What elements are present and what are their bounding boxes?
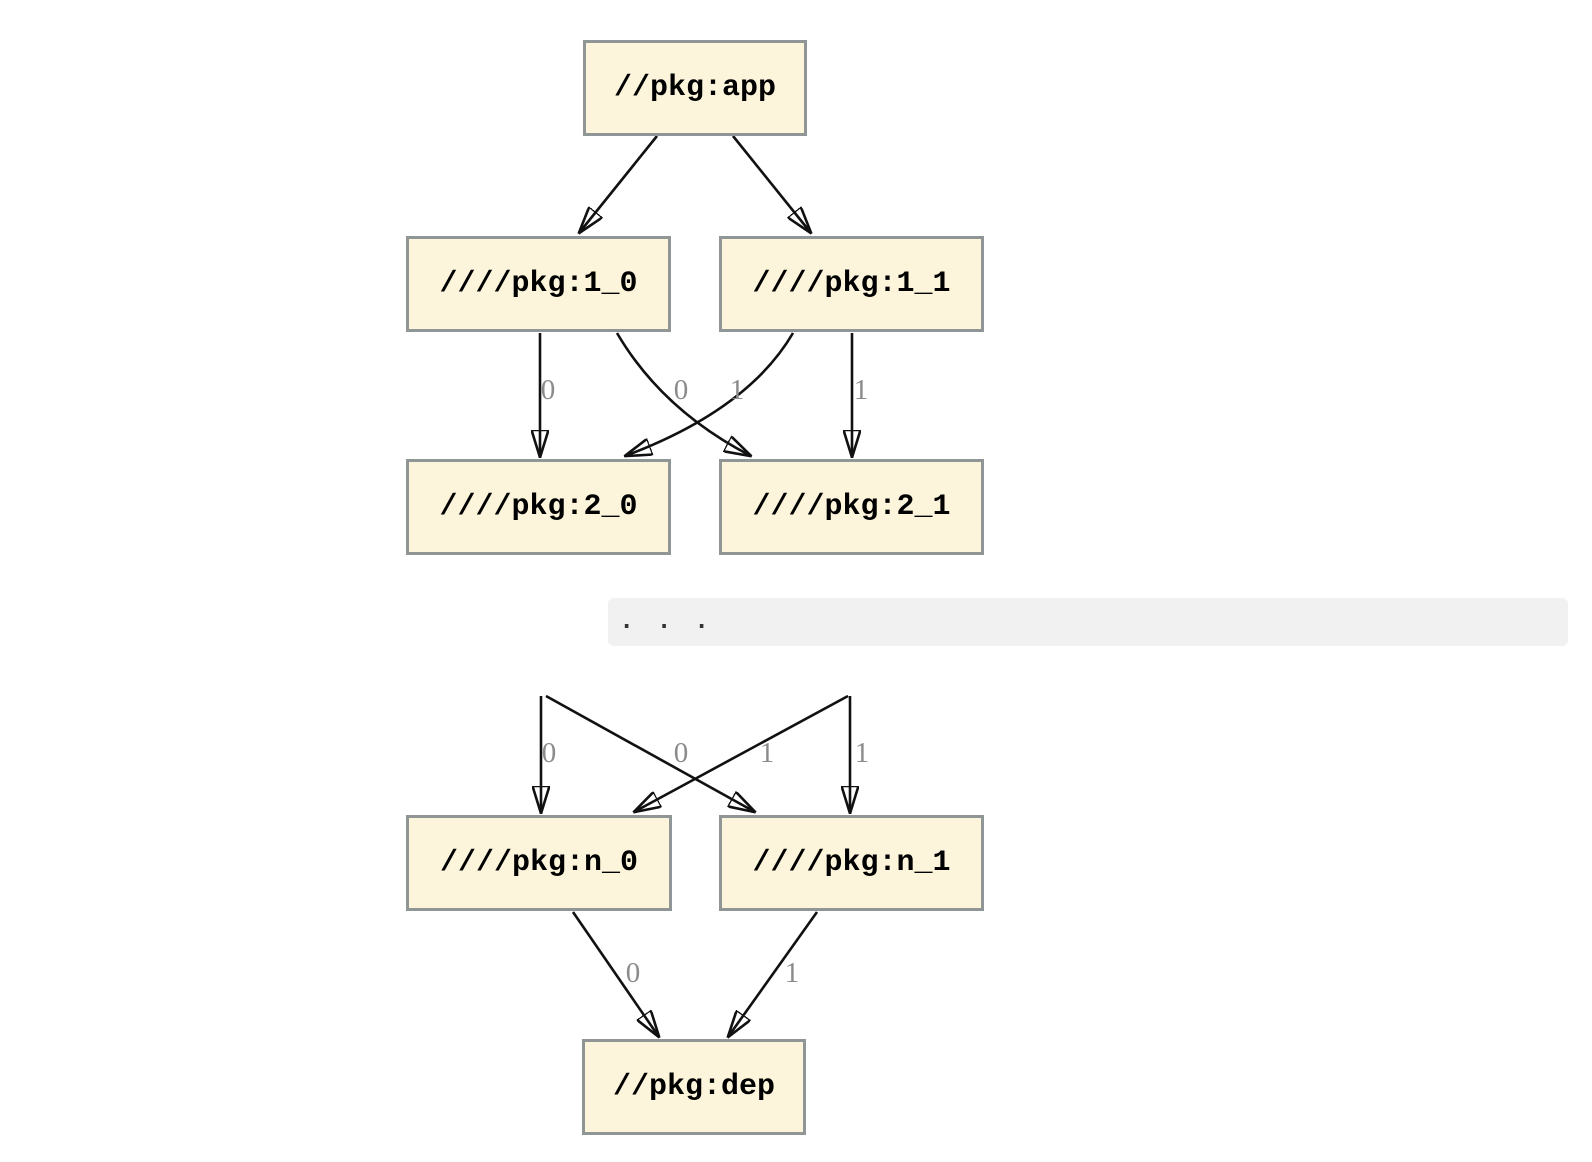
edge-label-1_0-to-2_1: 1 <box>729 373 745 406</box>
ellipsis-band: . . . <box>608 598 1568 646</box>
node-1_0: ////pkg:1_0 <box>406 236 671 332</box>
edge-label-elided-to-n_0-straight: 0 <box>541 736 557 769</box>
node-n_0: ////pkg:n_0 <box>406 815 672 911</box>
node-app: //pkg:app <box>583 40 807 136</box>
node-dep: //pkg:dep <box>582 1039 806 1135</box>
edge-label-elided-to-n_0-cross: 0 <box>673 736 689 769</box>
edge-arrow-n_1-to-dep <box>728 911 819 1037</box>
edge-label-n_0-to-dep: 0 <box>625 956 641 989</box>
edge-label-elided-to-n_1-straight: 1 <box>854 736 870 769</box>
node-2_1: ////pkg:2_1 <box>719 459 984 555</box>
edge-arrow-app-to-1_1 <box>731 135 811 233</box>
edge-label-n_1-to-dep: 1 <box>784 956 800 989</box>
edge-arrow-elided-to-n_1-cross <box>545 694 755 812</box>
edge-arrow-n_0-to-dep <box>571 911 659 1037</box>
edge-arrow-1_0-to-2_1 <box>615 332 751 456</box>
node-2_0: ////pkg:2_0 <box>406 459 671 555</box>
edge-arrow-elided-to-n_0-cross <box>634 694 849 812</box>
node-1_1: ////pkg:1_1 <box>719 236 984 332</box>
edge-arrow-app-to-1_0 <box>579 135 659 233</box>
node-n_1: ////pkg:n_1 <box>719 815 984 911</box>
edge-arrow-1_1-to-2_0 <box>625 332 795 456</box>
edge-label-1_0-to-2_0: 0 <box>540 373 556 406</box>
edge-label-1_1-to-2_0: 0 <box>673 373 689 406</box>
edge-label-elided-to-n_1-cross: 1 <box>759 736 775 769</box>
edge-label-1_1-to-2_1: 1 <box>853 373 869 406</box>
ellipsis-dots: . . . <box>620 609 709 634</box>
